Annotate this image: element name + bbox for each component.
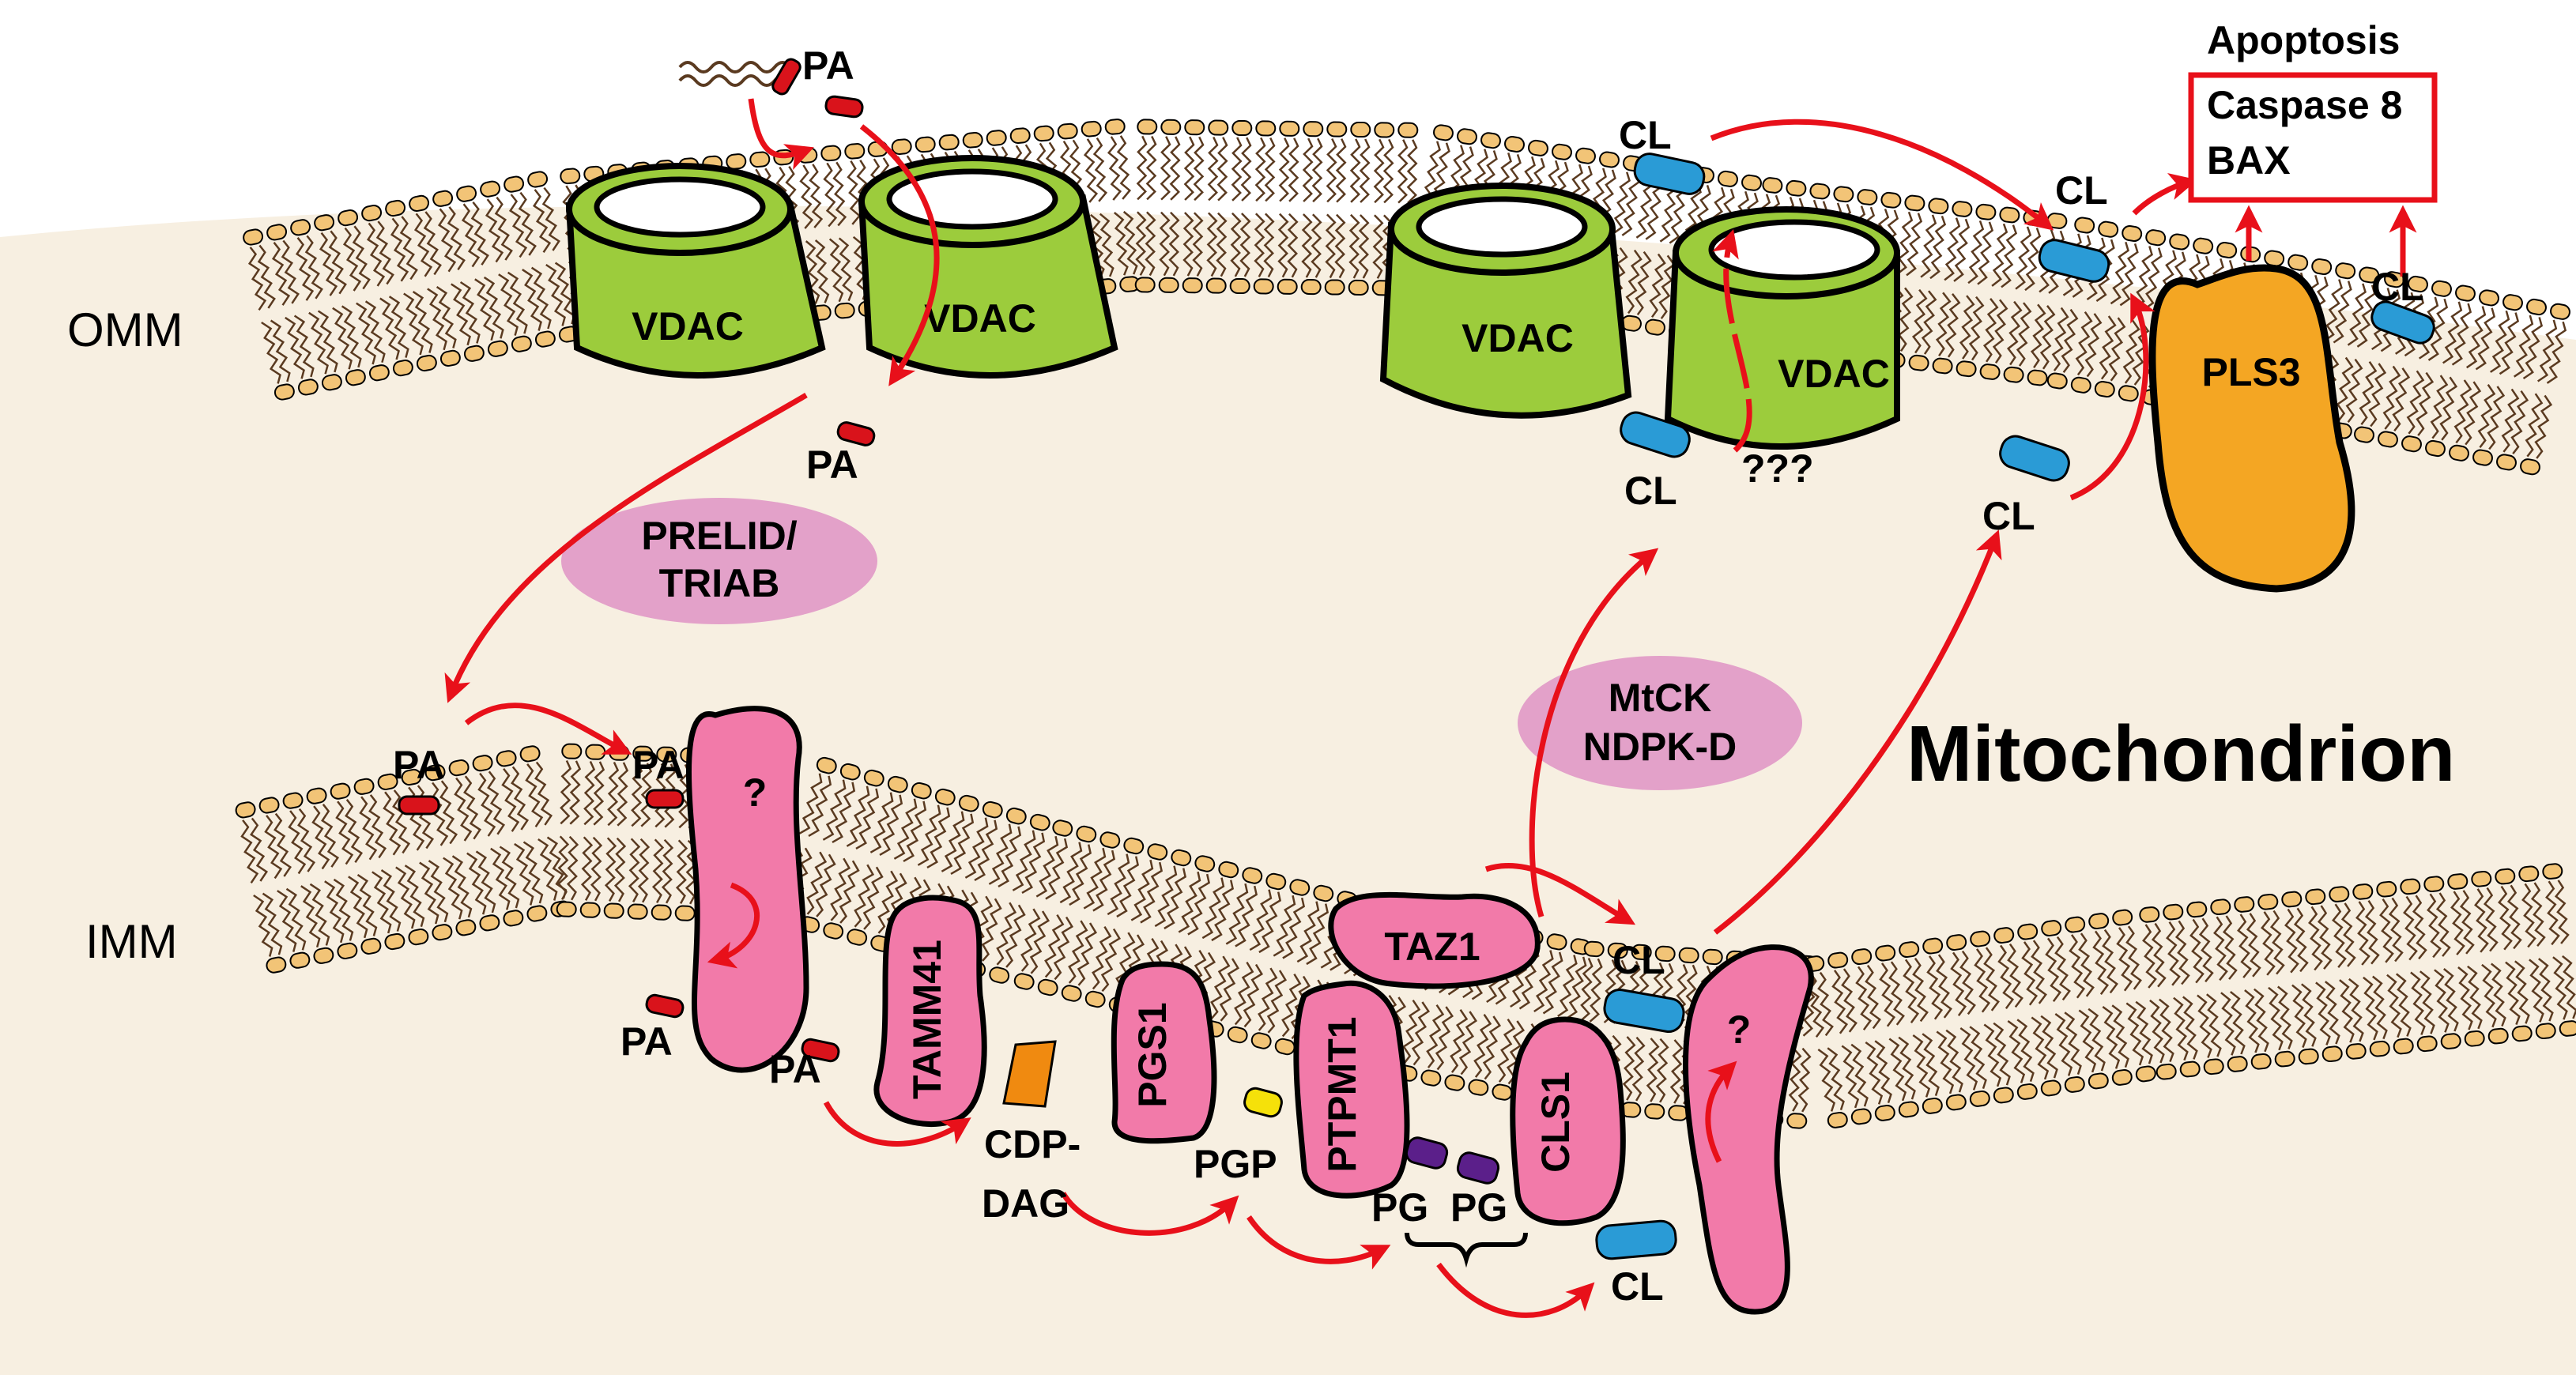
cl-marker-imm-bottom — [1595, 1219, 1677, 1260]
arrow-taz1-to-cl — [1484, 863, 1636, 925]
arrow-cl-to-omm-left — [1529, 548, 1659, 918]
pa-headgroup-omm-outer — [824, 95, 864, 119]
cl-marker-omm-right-top — [2038, 239, 2110, 283]
cl-label-omm-far-right: CL — [2371, 265, 2424, 309]
pls3-protein: PLS3 — [2148, 264, 2355, 593]
vdac-label-1: VDAC — [632, 304, 744, 348]
pg-brace — [1405, 1232, 1528, 1268]
prelid-label: PRELID/ — [641, 514, 797, 558]
pa-label-imm-inner-2: PA — [769, 1047, 821, 1091]
pa-headgroup-imm-outer-2 — [645, 789, 685, 809]
omm-label: OMM — [67, 303, 183, 356]
cl-label-omm-bottom: CL — [1624, 469, 1677, 513]
unknown-protein-label-2: ? — [1727, 1008, 1752, 1052]
vdac-channel-3: VDAC — [1379, 183, 1632, 419]
pgs1-label: PGS1 — [1130, 1002, 1175, 1107]
pg-marker-1 — [1405, 1136, 1449, 1170]
pgp-marker — [1243, 1087, 1283, 1118]
cl-label-imm-bottom: CL — [1611, 1264, 1664, 1309]
dag-label: DAG — [982, 1181, 1069, 1226]
mtck-label: MtCK — [1609, 676, 1712, 720]
arrow-cl-through-vdac — [1712, 228, 1752, 453]
unknown-mechanism-label: ??? — [1741, 446, 1814, 491]
unknown-pa-transporter: ? — [685, 706, 809, 1073]
pa-headgroup-imm-inner-1 — [645, 993, 685, 1019]
apoptosis-item-caspase8: Caspase 8 — [2207, 83, 2402, 127]
pa-label-imm-outer-1: PA — [393, 743, 445, 787]
cl-marker-omm-bottom — [1620, 411, 1691, 458]
arrow-pa-to-cdpdag — [823, 1101, 971, 1147]
vdac-channel-4: VDAC — [1664, 206, 1900, 450]
vdac-label-4: VDAC — [1778, 352, 1890, 396]
cdp-dag-marker — [1002, 1040, 1057, 1108]
pa-headgroup-omm-inner — [836, 421, 876, 446]
prelid-triab-complex: PRELID/ TRIAB — [561, 498, 877, 624]
pg-label-1: PG — [1371, 1185, 1428, 1230]
unknown-protein-label-1: ? — [743, 770, 768, 815]
apoptosis-box — [2188, 72, 2438, 203]
ptpmt1-label: PTPMT1 — [1320, 1016, 1364, 1172]
vdac-channel-1: VDAC — [565, 163, 826, 379]
apoptosis-title: Apoptosis — [2207, 18, 2400, 62]
pa-label-imm-inner-1: PA — [620, 1019, 673, 1064]
matrix-space — [0, 932, 2576, 1375]
pa-tail-top-1 — [678, 61, 792, 73]
arrow-pa-flip-imm — [707, 882, 760, 969]
cl-marker-omm-far-right — [2370, 300, 2435, 345]
cl-label-omm-right-top: CL — [2055, 168, 2108, 213]
vdac-label-3: VDAC — [1461, 316, 1574, 360]
pg-label-2: PG — [1450, 1185, 1507, 1230]
arrow-cl-across-omm — [1710, 119, 2054, 231]
ptpmt1-protein: PTPMT1 — [1293, 980, 1410, 1199]
cl-marker-omm-right-bottom — [1999, 435, 2070, 482]
arrow-pgp-to-pg — [1247, 1215, 1391, 1270]
arrow-pa-to-imm — [444, 392, 808, 703]
vdac-label-2: VDAC — [924, 296, 1036, 341]
taz1-label: TAZ1 — [1384, 925, 1480, 969]
arrow-cdpdag-to-pgp — [1060, 1192, 1239, 1236]
lipid-markers — [398, 58, 2435, 1260]
cls1-protein: CLS1 — [1510, 1016, 1626, 1226]
pathway-arrows — [444, 98, 2417, 1318]
apoptosis-item-bax: BAX — [2207, 138, 2291, 183]
arrow-cl-via-pls3 — [2069, 292, 2155, 501]
pgs1-protein: PGS1 — [1111, 961, 1217, 1144]
cl-label-omm-right-bottom: CL — [1982, 494, 2035, 538]
pgp-label: PGP — [1194, 1142, 1277, 1186]
unknown-cl-transporter: ? — [1683, 944, 1814, 1315]
cl-label-omm-top: CL — [1619, 113, 1672, 157]
tamm41-protein: TAMM41 — [873, 895, 987, 1128]
arrow-cl-to-apoptosis-1 — [2132, 172, 2198, 216]
mtck-ndpkd-complex: MtCK NDPK-D — [1518, 656, 1802, 790]
pa-headgroup-imm-inner-2 — [801, 1038, 840, 1063]
cls1-label: CLS1 — [1533, 1072, 1578, 1173]
cdp-label: CDP- — [984, 1122, 1081, 1166]
cl-marker-imm-top — [1603, 988, 1685, 1034]
pa-headgroup-top — [771, 58, 801, 96]
arrow-cl-flip-imm — [1705, 1060, 1737, 1163]
cl-label-imm-top: CL — [1612, 938, 1665, 982]
pa-headgroup-imm-outer-1 — [398, 795, 440, 816]
arrow-pa-enter-omm — [748, 98, 814, 170]
ndpkd-label: NDPK-D — [1583, 725, 1737, 769]
pg-marker-2 — [1456, 1151, 1500, 1185]
arrow-cl-to-omm-right — [1713, 529, 2002, 935]
tamm41-label: TAMM41 — [905, 940, 949, 1099]
arrow-pa-imm-to-protein — [464, 703, 632, 755]
imm-label: IMM — [85, 915, 178, 968]
pa-label-imm-outer-2: PA — [632, 743, 685, 787]
pa-label-omm-inner: PA — [806, 443, 858, 487]
taz1-protein: TAZ1 — [1328, 891, 1541, 989]
pa-label-top: PA — [802, 43, 854, 88]
triab-label: TRIAB — [659, 561, 780, 605]
cl-marker-omm-top — [1633, 153, 1706, 195]
pls3-label: PLS3 — [2201, 350, 2300, 394]
arrow-pg-to-cl — [1436, 1262, 1595, 1318]
arrow-pa-flip-omm — [859, 124, 940, 386]
labels: OMM IMM Mitochondrion PA PA PA PA PA PA … — [67, 18, 2455, 1309]
vdac-channel-2: VDAC — [858, 155, 1118, 379]
mitochondrion-label: Mitochondrion — [1907, 710, 2455, 798]
